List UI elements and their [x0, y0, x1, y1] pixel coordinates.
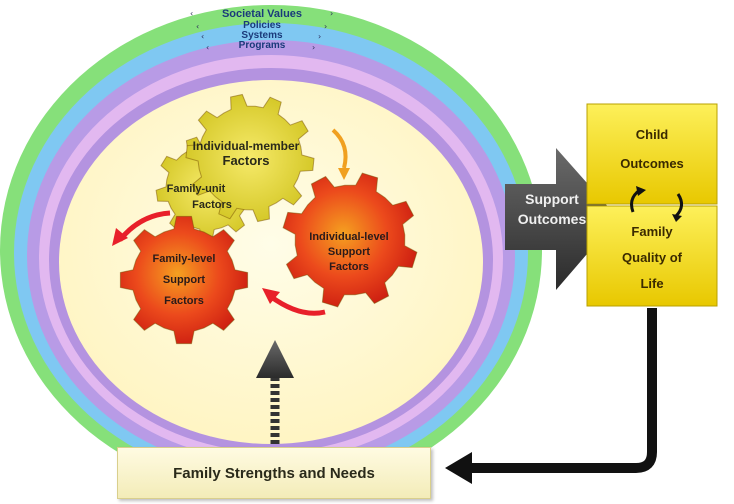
- curved-arrow-yellow: [331, 128, 348, 169]
- child-outcomes-line1: Child: [636, 127, 669, 142]
- context-rings: [0, 5, 542, 495]
- gear-label-family-unit-line1: Family-unit: [167, 183, 226, 195]
- gear-label-family-level-line1: Family-level: [153, 253, 216, 265]
- gear-label-individual-level-line2: Support: [328, 246, 370, 258]
- family-quality-line2: Quality of: [622, 250, 683, 265]
- gears-group: [119, 93, 418, 345]
- curved-arrow-bottom-head: [262, 288, 280, 304]
- gear-label-family-unit: Family-unit Factors: [167, 183, 232, 211]
- ring-label-policies: Policies: [243, 20, 281, 31]
- outcome-cycle-arrow-right-head: [672, 214, 682, 222]
- outcome-cycle-arrow-right: [674, 193, 683, 218]
- svg-text:›: ›: [318, 32, 321, 41]
- curved-arrow-yellow-head: [338, 168, 350, 180]
- family-quality-line1: Family: [631, 224, 673, 239]
- family-strengths-label: Family Strengths and Needs: [173, 464, 375, 482]
- support-outcomes-label-line2: Outcomes: [518, 211, 587, 227]
- svg-text:‹: ‹: [196, 22, 199, 31]
- outcome-cycle-arrow-left-head: [636, 186, 646, 196]
- gear-label-individual-member: Individual-member Factors: [193, 139, 300, 168]
- support-outcomes-label-line1: Support: [525, 191, 579, 207]
- ring-label-systems: Systems: [241, 30, 283, 41]
- interior: [59, 80, 483, 444]
- gear-label-family-level: Family-level Support Factors: [153, 253, 216, 307]
- child-outcomes-line2: Outcomes: [620, 156, 684, 171]
- svg-text:›: ›: [330, 9, 333, 18]
- gear-individual-member: [185, 93, 315, 223]
- gear-family-level: [119, 215, 249, 345]
- ring-arrows: ‹ › ‹ › ‹ › ‹ ›: [190, 9, 333, 52]
- gear-label-individual-member-line2: Factors: [223, 153, 270, 168]
- gear-label-family-level-line2: Support: [163, 274, 205, 286]
- family-quality-line3: Life: [640, 276, 663, 291]
- feedback-loop-arrow-head: [445, 452, 472, 484]
- gear-label-individual-level-line3: Factors: [329, 261, 369, 273]
- gear-label-family-unit-line2: Factors: [192, 199, 232, 211]
- svg-text:‹: ‹: [190, 9, 193, 18]
- gear-label-individual-member-line1: Individual-member: [193, 139, 300, 153]
- svg-text:›: ›: [324, 22, 327, 31]
- gear-individual-level: [282, 172, 418, 308]
- support-outcomes-arrow: [505, 148, 618, 290]
- svg-text:‹: ‹: [201, 32, 204, 41]
- gear-label-individual-level-line1: Individual-level: [309, 231, 388, 243]
- ring-label-societal-values: Societal Values: [222, 8, 302, 20]
- family-strengths-box: Family Strengths and Needs: [117, 447, 431, 499]
- strengths-up-arrow-head: [256, 340, 294, 378]
- gear-label-individual-level: Individual-level Support Factors: [309, 231, 388, 273]
- child-outcomes-box: [586, 103, 718, 205]
- svg-text:›: ›: [312, 43, 315, 52]
- ring-label-programs: Programs: [239, 40, 286, 51]
- curved-arrow-bottom: [268, 293, 326, 316]
- gear-label-family-level-line3: Factors: [164, 295, 204, 307]
- feedback-loop-arrow: [468, 308, 657, 473]
- family-quality-box: [586, 205, 718, 307]
- svg-text:‹: ‹: [206, 43, 209, 52]
- curved-arrow-top-head: [112, 228, 128, 246]
